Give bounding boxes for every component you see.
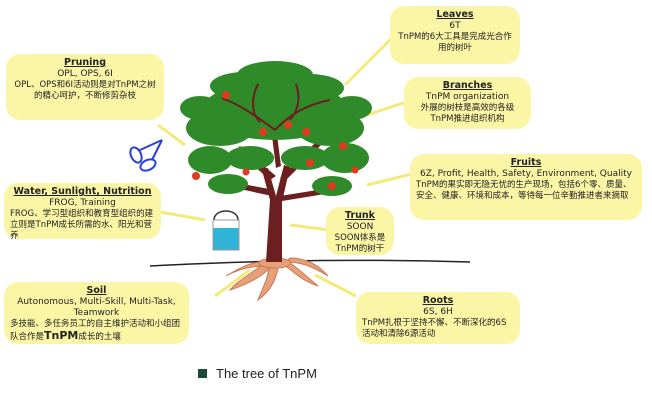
water-bucket-icon <box>212 210 240 251</box>
tree-roots <box>225 257 329 302</box>
leaves-callout: Leaves 6T TnPM的6大工具是完成光合作用的树叶 <box>390 6 520 64</box>
roots-callout: Roots 6S, 6H TnPM扎根于坚持不懈、不断深化的6S活动和清除6源活… <box>356 292 520 344</box>
water-title: Water, Sunlight, Nutrition <box>13 186 152 197</box>
soil-text-highlight: TnPM <box>44 329 79 342</box>
soil-title: Soil <box>86 285 107 296</box>
pruning-subtitle: OPL, OPS, 6I <box>57 69 113 79</box>
pruning-title: Pruning <box>64 57 106 68</box>
figure-caption: The tree of TnPM <box>198 366 317 381</box>
soil-text: 多技能、多任务员工的自主维护活动和小组团队合作是TnPM成长的土壤 <box>10 319 183 343</box>
roots-title: Roots <box>422 295 454 306</box>
pointer-water <box>159 210 206 222</box>
fruits-subtitle: 6Z, Profit, Health, Safety, Environment,… <box>420 169 632 179</box>
soil-text-before: 多技能、多任务员工的自主维护活动和小组团队合作是 <box>10 319 181 342</box>
pointer-roots <box>314 273 357 298</box>
leaves-title: Leaves <box>436 9 474 20</box>
trunk-callout: Trunk SOON SOON体系是TnPM的树干 <box>326 207 394 255</box>
leaves-text: TnPM的6大工具是完成光合作用的树叶 <box>398 32 512 53</box>
water-subtitle: FROG, Training <box>49 198 116 208</box>
roots-subtitle: 6S, 6H <box>423 307 453 317</box>
branches-title: Branches <box>442 80 493 91</box>
trunk-title: Trunk <box>345 210 375 221</box>
tree-foliage <box>180 61 372 196</box>
leaves-subtitle: 6T <box>449 21 461 31</box>
soil-callout: Soil Autonomous, Multi-Skill, Multi-Task… <box>4 282 189 344</box>
caption-marker <box>198 369 207 378</box>
water-text: FROG、学习型组织和教育型组织的建立则是TnPM成长所需的水、阳光和营养 <box>10 209 154 241</box>
roots-text: TnPM扎根于坚持不懈、不断深化的6S活动和清除6源活动 <box>362 318 507 339</box>
pruning-text: OPL、OPS和6I活动则是对TnPM之树的精心呵护，不断修剪杂枝 <box>14 80 156 101</box>
fruits-callout: Fruits 6Z, Profit, Health, Safety, Envir… <box>410 154 642 220</box>
pointer-trunk <box>289 223 331 232</box>
trunk-text: SOON体系是TnPM的树干 <box>334 233 386 254</box>
pointer-leaves <box>343 36 394 87</box>
tree-branch-veins <box>221 83 331 131</box>
branches-callout: Branches TnPM organization 外展的树枝是高效的各级Tn… <box>404 77 531 129</box>
branches-subtitle: TnPM organization <box>425 92 510 102</box>
soil-subtitle: Autonomous, Multi-Skill, Multi-Task, Tea… <box>17 297 176 318</box>
fruits-title: Fruits <box>510 157 542 168</box>
trunk-subtitle: SOON <box>346 222 374 232</box>
pruning-callout: Pruning OPL, OPS, 6I OPL、OPS和6I活动则是对TnPM… <box>6 54 164 120</box>
caption-text: The tree of TnPM <box>216 366 317 381</box>
tree-fruits <box>192 91 359 190</box>
pointer-pruning <box>157 123 186 147</box>
fruits-text: TnPM的果实即无隐无忧的生产现场，包括6个零、质量、安全、健康、环境和成本，等… <box>416 180 632 201</box>
pointer-soil <box>214 268 251 298</box>
water-callout: Water, Sunlight, Nutrition FROG, Trainin… <box>4 183 161 241</box>
branches-text: 外展的树枝是高效的各级TnPM推进组织机构 <box>420 103 515 124</box>
scissors-icon <box>129 139 163 172</box>
soil-text-after: 成长的土壤 <box>78 332 121 342</box>
